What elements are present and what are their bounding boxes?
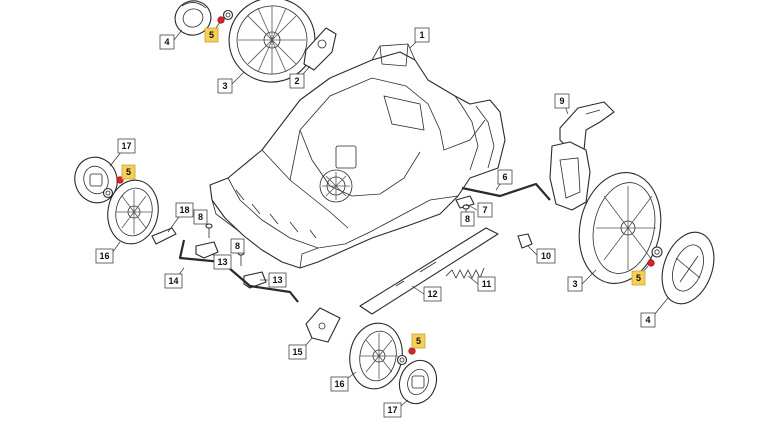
axle-bracket-2	[303, 27, 337, 71]
callout-16-left: 16	[95, 248, 114, 264]
callout-8-b: 8	[230, 238, 245, 254]
right-hubcap-4	[661, 231, 715, 305]
top-hubcap-4	[174, 0, 212, 36]
callout-label: 5	[416, 336, 421, 346]
callout-17-left: 17	[117, 138, 136, 154]
callout-3-top: 3	[217, 78, 233, 94]
callout-7: 7	[477, 202, 493, 218]
cap-10	[517, 233, 533, 249]
callout-label: 1	[419, 30, 424, 40]
mower-deck-housing	[209, 43, 506, 269]
callout-label: 9	[559, 96, 564, 106]
callout-label: 5	[209, 30, 214, 40]
callout-2: 2	[289, 73, 305, 89]
front-axle-14	[178, 239, 299, 303]
callout-label: 8	[198, 212, 203, 222]
top-washer-marker	[217, 16, 225, 24]
callout-8-a: 8	[193, 209, 208, 225]
callout-label: 4	[164, 37, 169, 47]
bottom-hubcap-17	[398, 359, 438, 405]
callout-4-top: 4	[159, 34, 175, 50]
callout-12: 12	[423, 286, 442, 302]
callout-label: 8	[465, 214, 470, 224]
callout-label: 18	[179, 205, 189, 215]
callout-label: 17	[387, 405, 397, 415]
callout-label: 11	[482, 279, 492, 289]
callout-label: 10	[541, 251, 551, 261]
callout-13-b: 13	[268, 272, 287, 288]
handle-bracket-9	[549, 101, 615, 211]
callout-label: 3	[222, 81, 227, 91]
right-rear-wheel-3	[578, 172, 662, 284]
callout-6: 6	[497, 169, 513, 185]
callout-5-bottom: 5	[411, 333, 426, 349]
clip-7	[455, 195, 475, 209]
bracket-13-lower	[243, 271, 267, 289]
callout-13-a: 13	[213, 254, 232, 270]
callout-5-top: 5	[204, 27, 219, 43]
bottom-washer-5	[396, 354, 408, 366]
callout-label: 15	[292, 347, 302, 357]
callout-label: 13	[217, 257, 227, 267]
callout-label: 8	[235, 241, 240, 251]
callout-4-right: 4	[640, 312, 656, 328]
callout-9: 9	[554, 93, 570, 109]
callout-label: 3	[572, 279, 577, 289]
callout-label: 12	[427, 289, 437, 299]
callout-label: 5	[126, 167, 131, 177]
callout-5-left: 5	[121, 164, 136, 180]
callout-3-right: 3	[567, 276, 583, 292]
bracket-15	[305, 307, 341, 343]
callout-16-bottom: 16	[330, 376, 349, 392]
callout-label: 14	[168, 276, 178, 286]
callout-10: 10	[536, 248, 556, 264]
callout-18: 18	[175, 202, 194, 218]
callout-15: 15	[288, 344, 307, 360]
callout-11: 11	[477, 276, 496, 292]
screw-8-upper	[205, 223, 213, 238]
bottom-washer-marker	[408, 347, 416, 355]
bottom-front-wheel-16	[349, 322, 403, 390]
spring-11	[445, 267, 485, 279]
right-washer-marker	[647, 259, 655, 267]
callout-label: 7	[482, 205, 487, 215]
callout-label: 16	[99, 251, 109, 261]
top-washer-5	[222, 9, 234, 21]
height-adjust-bar-12	[359, 227, 499, 315]
callout-1: 1	[414, 27, 430, 43]
callout-14: 14	[164, 273, 183, 289]
left-front-wheel-16	[107, 179, 159, 245]
callout-5-right: 5	[631, 270, 646, 286]
callout-8-c: 8	[460, 211, 475, 227]
callout-label: 2	[294, 76, 299, 86]
clip-18	[151, 227, 177, 245]
callout-17-bottom: 17	[383, 402, 402, 418]
left-washer-5	[102, 187, 114, 199]
callout-label: 5	[636, 273, 641, 283]
callout-label: 13	[272, 275, 282, 285]
callout-label: 4	[645, 315, 650, 325]
top-rear-wheel-3	[228, 0, 316, 83]
rear-axle-6	[461, 182, 551, 201]
callout-label: 17	[121, 141, 131, 151]
right-washer-5	[651, 246, 663, 258]
callout-label: 16	[334, 379, 344, 389]
callout-label: 6	[502, 172, 507, 182]
